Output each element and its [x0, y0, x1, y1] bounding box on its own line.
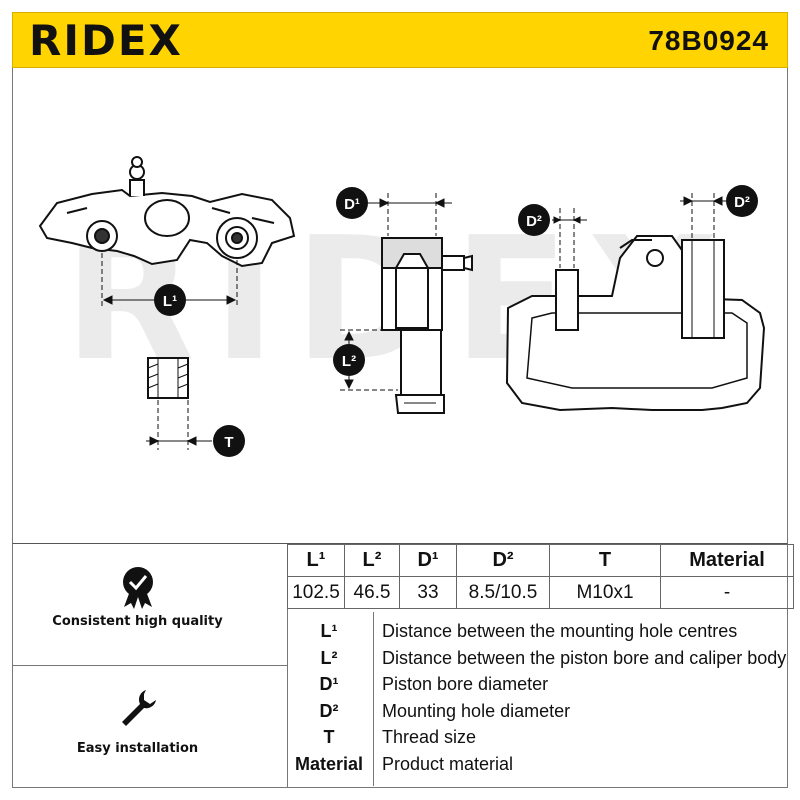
drawing-frame: [12, 68, 788, 543]
spec-header-t: T: [549, 544, 661, 577]
label-d2-left-badge: [518, 204, 550, 236]
legend-desc: Distance between the mounting hole centr…: [382, 621, 738, 641]
piston-section: [381, 237, 473, 414]
installation-badge-label: Easy installation: [76, 741, 199, 756]
spec-value-l1: 102.5: [287, 576, 345, 609]
spec-header-d1: D¹: [399, 544, 457, 577]
label-d2-right: D²: [734, 194, 750, 211]
legend-key: L¹: [320, 621, 338, 641]
label-d1-badge: [336, 187, 368, 219]
badge-divider: [13, 665, 288, 666]
legend-desc: Thread size: [382, 727, 477, 747]
label-t: T: [224, 434, 233, 451]
legend-desc: Product material: [382, 754, 514, 774]
spec-value-d2: 8.5/10.5: [456, 576, 550, 609]
part-number: 78B0924: [648, 25, 769, 56]
dimension-d2-left: [552, 208, 587, 268]
spec-value-material: -: [660, 576, 794, 609]
caliper-side-view: [38, 156, 296, 268]
thread-detail: [147, 357, 189, 399]
dimension-d2-right: [680, 193, 727, 238]
label-d1: D¹: [344, 196, 360, 213]
spec-header-material: Material: [660, 544, 794, 577]
legend-divider: [373, 612, 374, 786]
dimension-d1: [368, 193, 452, 236]
legend-desc: Distance between the piston bore and cal…: [382, 648, 787, 668]
spec-header-l2: L²: [344, 544, 400, 577]
label-l1-badge: [154, 284, 186, 316]
legend-key: D²: [319, 701, 339, 721]
label-d2-right-badge: [726, 185, 758, 217]
spec-header-d2: D²: [456, 544, 550, 577]
label-l2-badge: [333, 344, 365, 376]
quality-badge-label: Consistent high quality: [52, 614, 223, 629]
spec-table: L¹ L² D¹ D² T Material 102.5 46.5 33 8.5…: [287, 544, 794, 609]
legend-desc: Mounting hole diameter: [382, 701, 571, 721]
legend-key: D¹: [319, 674, 339, 694]
spec-table-header-row: L¹ L² D¹ D² T Material: [287, 544, 794, 577]
dimension-t: [146, 400, 212, 450]
caliper-front-view: [505, 235, 766, 412]
quality-check-icon: [122, 567, 153, 609]
brand-logo: RIDEX: [29, 16, 183, 65]
header-bar: RIDEX 78B0924: [12, 12, 788, 68]
label-l1: L¹: [163, 293, 177, 310]
spec-header-l1: L¹: [287, 544, 345, 577]
legend-desc: Piston bore diameter: [382, 674, 549, 694]
panel-divider: [287, 544, 288, 787]
label-t-badge: [213, 425, 245, 457]
info-panel: [12, 543, 788, 788]
spec-value-d1: 33: [399, 576, 457, 609]
legend-key: T: [323, 727, 335, 747]
legend-key: Material: [294, 754, 364, 774]
label-l2: L²: [342, 353, 356, 370]
quality-badge: Consistent high quality: [0, 565, 275, 629]
label-d2-left: D²: [526, 213, 542, 230]
technical-drawing: RIDEX L¹ T: [38, 156, 766, 457]
wrench-icon: [121, 690, 156, 726]
legend-key: L²: [320, 648, 338, 668]
installation-badge: Easy installation: [0, 688, 275, 756]
spec-table-value-row: 102.5 46.5 33 8.5/10.5 M10x1 -: [287, 576, 794, 609]
spec-value-t: M10x1: [549, 576, 661, 609]
spec-value-l2: 46.5: [344, 576, 400, 609]
